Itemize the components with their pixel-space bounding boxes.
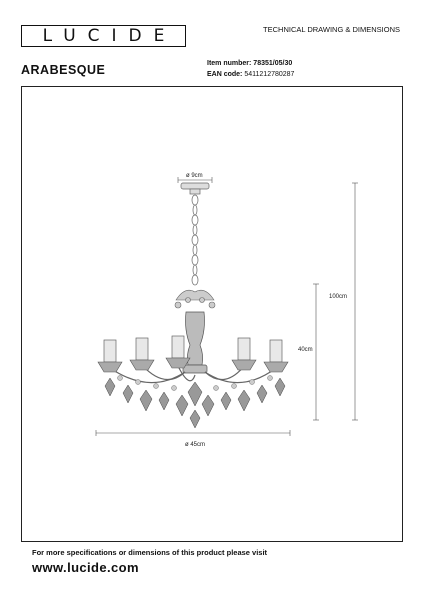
website-link[interactable]: www.lucide.com: [32, 560, 139, 575]
footer-note: For more specifications or dimensions of…: [32, 548, 268, 557]
chain: [191, 194, 199, 286]
ean-row: EAN code: 5411212780287: [207, 69, 294, 80]
document-type: TECHNICAL DRAWING & DIMENSIONS: [263, 25, 400, 34]
crystal-beads: [117, 375, 273, 391]
candle-cups: [97, 357, 289, 373]
canopy-dimension: [177, 177, 213, 183]
central-vase: [182, 311, 208, 374]
candles: [103, 335, 283, 363]
drawing-frame: [21, 86, 403, 542]
item-number-row: Item number: 78351/05/30: [207, 58, 294, 69]
ean-value: 5411212780287: [244, 71, 295, 78]
canopy-diameter-label: ø 9cm: [186, 173, 203, 179]
item-number-value: 78351/05/30: [253, 60, 293, 67]
ean-label: EAN code:: [207, 71, 243, 78]
crown: [174, 289, 216, 309]
brand-logo: LUCIDE: [21, 25, 186, 47]
canopy: [180, 182, 210, 195]
product-meta: Item number: 78351/05/30 EAN code: 54112…: [207, 58, 294, 80]
body-height-label: 40cm: [298, 347, 313, 353]
total-height-label: 100cm: [329, 294, 347, 300]
item-number-label: Item number:: [207, 60, 252, 67]
product-name: ARABESQUE: [21, 63, 106, 77]
body-height-dimension: [313, 283, 319, 421]
diameter-label: ø 45cm: [185, 442, 205, 448]
total-height-dimension: [352, 182, 358, 421]
crystal-drops: [104, 377, 286, 429]
brand-logo-text: LUCIDE: [42, 26, 177, 46]
diameter-dimension: [95, 430, 291, 436]
